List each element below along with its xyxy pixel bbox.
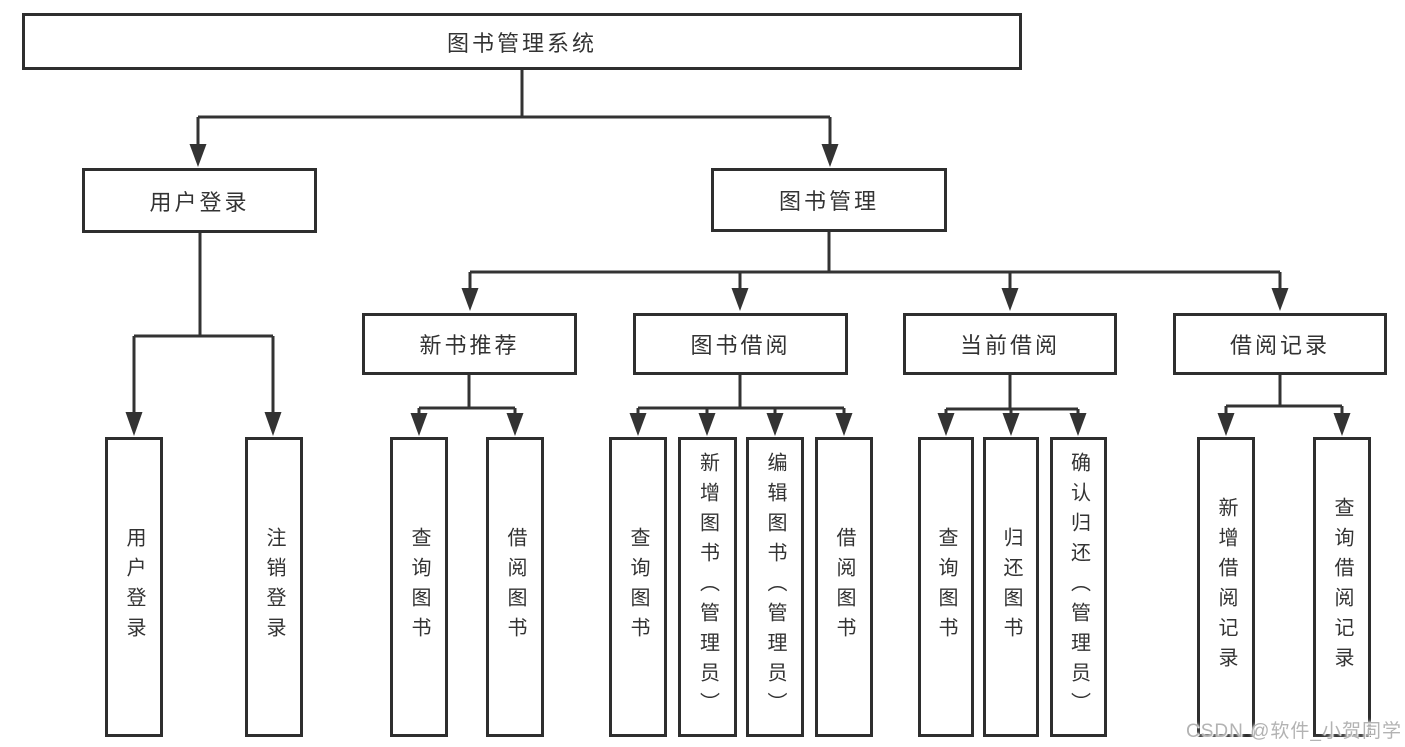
- node-borrow-record: 借阅记录: [1173, 313, 1387, 375]
- leaf-add-borrow-record: 新增借阅记录: [1197, 437, 1255, 737]
- node-current-borrow: 当前借阅: [903, 313, 1117, 375]
- connector-newbook-to-leaves: [417, 375, 517, 418]
- connector-root-to-level2: [196, 70, 832, 150]
- leaf-label: 确认归还（管理员）: [1067, 452, 1090, 722]
- node-book-management: 图书管理: [711, 168, 947, 232]
- leaf-label: 归还图书: [1000, 527, 1022, 647]
- leaf-label: 新增借阅记录: [1215, 497, 1237, 677]
- leaf-label: 借阅图书: [504, 527, 526, 647]
- leaf-borrow-books: 借阅图书: [815, 437, 873, 737]
- leaf-add-books-admin: 新增图书（管理员）: [678, 437, 737, 737]
- leaf-query-books-current: 查询图书: [918, 437, 974, 737]
- node-label: 当前借阅: [959, 333, 1060, 358]
- leaf-return-books: 归还图书: [983, 437, 1039, 737]
- csdn-watermark: CSDN @软件_小贺同学: [1186, 721, 1402, 742]
- node-label: 新书推荐: [419, 333, 520, 358]
- node-book-borrow: 图书借阅: [633, 313, 848, 375]
- leaf-label: 借阅图书: [833, 527, 855, 647]
- connector-userlogin-to-leaves: [132, 233, 275, 418]
- leaf-label: 查询借阅记录: [1331, 497, 1353, 677]
- node-label: 用户登录: [149, 189, 250, 215]
- leaf-query-borrow-record: 查询借阅记录: [1313, 437, 1371, 737]
- node-label: 图书管理系统: [446, 30, 597, 56]
- node-label: 图书管理: [778, 189, 879, 214]
- leaf-label: 注销登录: [263, 527, 285, 647]
- leaf-label: 编辑图书（管理员）: [764, 452, 786, 722]
- leaf-confirm-return-admin: 确认归还（管理员）: [1050, 437, 1107, 737]
- connector-bookborrow-to-leaves: [636, 375, 846, 418]
- leaf-query-books-newbook: 查询图书: [390, 437, 448, 737]
- arrowheads: [125, 144, 1351, 436]
- node-new-book-recommend: 新书推荐: [362, 313, 577, 375]
- leaf-label: 查询图书: [408, 527, 430, 647]
- connector-borrowrecord-to-leaves: [1224, 375, 1344, 418]
- leaf-label: 查询图书: [935, 527, 957, 647]
- leaf-edit-books-admin: 编辑图书（管理员）: [746, 437, 804, 737]
- leaf-label: 新增图书（管理员）: [696, 452, 719, 722]
- leaf-user-login: 用户登录: [105, 437, 163, 737]
- connector-bookmgmt-to-level3: [468, 232, 1282, 294]
- node-label: 图书借阅: [690, 333, 791, 358]
- node-library-management-system: 图书管理系统: [22, 13, 1022, 70]
- leaf-query-books-borrow: 查询图书: [609, 437, 667, 737]
- node-user-login: 用户登录: [82, 168, 317, 233]
- connector-currentborrow-to-leaves: [944, 375, 1080, 418]
- leaf-borrow-books-newbook: 借阅图书: [486, 437, 544, 737]
- leaf-label: 查询图书: [627, 527, 649, 647]
- leaf-label: 用户登录: [123, 527, 145, 647]
- leaf-logout: 注销登录: [245, 437, 303, 737]
- node-label: 借阅记录: [1229, 333, 1330, 358]
